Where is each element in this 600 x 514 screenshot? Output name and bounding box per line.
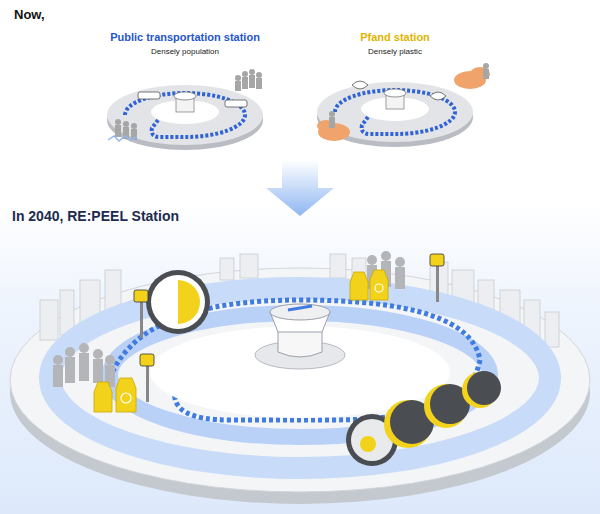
text-label: Densely plastic bbox=[368, 47, 422, 56]
text-label: Now, bbox=[14, 8, 45, 23]
text-label: Public transportation station bbox=[110, 31, 260, 44]
pfand-scene bbox=[317, 63, 490, 147]
repeel-station bbox=[10, 251, 590, 504]
transition-arrow bbox=[266, 160, 334, 216]
text-label: Pfand station bbox=[360, 31, 430, 44]
text-label: Densely population bbox=[151, 47, 219, 56]
transport-scene bbox=[107, 69, 263, 150]
text-label: In 2040, RE:PEEL Station bbox=[12, 208, 179, 224]
background bbox=[0, 200, 600, 514]
